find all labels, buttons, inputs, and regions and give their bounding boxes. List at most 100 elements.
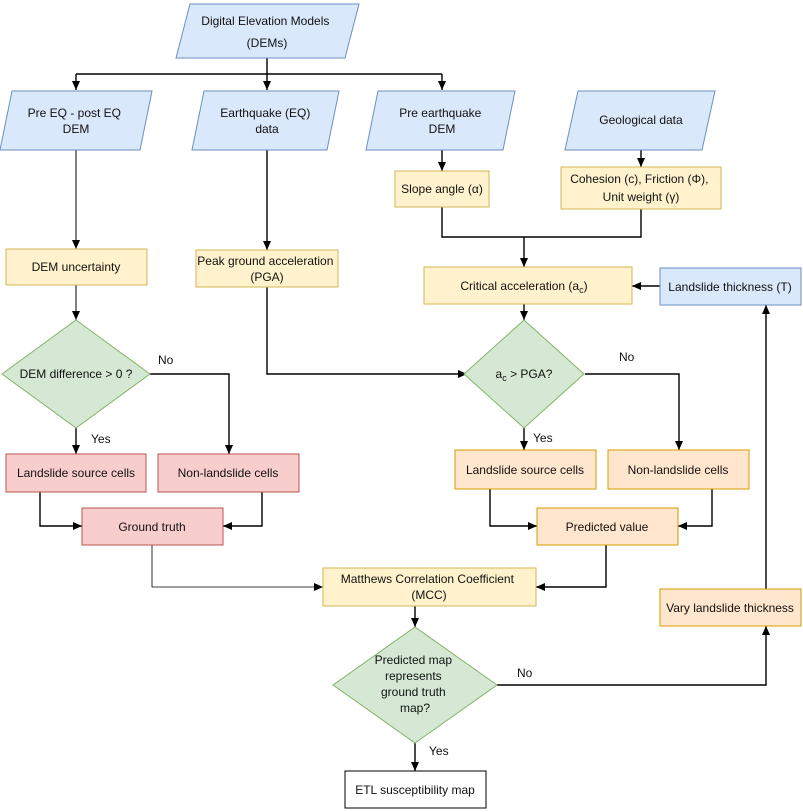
node-cohesion-friction: Cohesion (c), Friction (Φ), Unit weight … [560, 166, 722, 210]
svg-text:ac > PGA?: ac > PGA? [496, 367, 553, 383]
acpga-label: a [496, 367, 503, 381]
node-dems: Digital Elevation Models (DEMs) [175, 3, 360, 59]
edge-diff-to-nonls [150, 373, 233, 454]
node-text-line: Cohesion (c), Friction (Φ), [570, 172, 708, 186]
node-text-line: (DEMs) [247, 36, 288, 50]
node-text-line: (PGA) [250, 270, 283, 284]
node-text-line: represents [385, 669, 442, 683]
node-text-line: Landslide source cells [466, 463, 584, 477]
node-text-line: Non-landslide cells [628, 463, 729, 477]
node-shape [191, 90, 340, 151]
node-slope-angle: Slope angle (α) [394, 170, 490, 208]
node-predicted-map-decision: Predicted map represents ground truth ma… [332, 626, 498, 744]
edge-nonls-to-pred [678, 489, 713, 530]
crit-tail: ) [584, 279, 588, 293]
node-text-line: (MCC) [411, 588, 446, 602]
node-text-line: ETL susceptibility map [355, 783, 475, 797]
acpga-subscript: c [502, 373, 507, 383]
node-text-line: map? [400, 701, 430, 715]
node-text-line: Landslide thickness (T) [668, 280, 791, 294]
edge-lssrc-to-pred [489, 489, 537, 530]
node-text-line: Ground truth [118, 520, 185, 534]
node-text-line: Slope angle (α) [401, 182, 483, 196]
node-ground-truth: Ground truth [81, 507, 224, 546]
svg-text:DEM uncertainty: DEM uncertainty [32, 260, 121, 274]
node-text-line: data [255, 122, 279, 136]
svg-text:Non-landslide cells: Non-landslide cells [178, 466, 279, 480]
svg-text:Digital Elevation Models: Digital Elevation Models (DEMs) [201, 14, 332, 50]
node-text-line: DEM difference > 0 ? [20, 367, 133, 381]
edge-label-no-pred-map: No [517, 666, 533, 680]
node-text-line: Matthews Correlation Coefficient [341, 572, 515, 586]
acpga-tail: > PGA? [507, 367, 553, 381]
crit-subscript: c [579, 285, 584, 295]
node-shape [365, 90, 516, 151]
edge-lssrc-to-truth [39, 492, 82, 530]
edges [39, 58, 770, 771]
svg-text:DEM difference > 0 ?: DEM difference > 0 ? [20, 367, 133, 381]
node-text-line: ground truth [381, 685, 446, 699]
node-text-line: DEM [63, 122, 90, 136]
node-shape [5, 248, 148, 286]
edge-pred-to-mcc [536, 545, 607, 591]
node-text-line: Non-landslide cells [178, 466, 279, 480]
node-shape [1, 319, 151, 429]
svg-text:Cohesion (c), Friction (Φ),: Cohesion (c), Friction (Φ), Unit weight … [570, 172, 712, 204]
svg-text:Matthews Correlation Coefficie: Matthews Correlation Coefficient (MCC) [341, 572, 518, 602]
node-shape [463, 319, 585, 429]
node-dem-difference-decision: DEM difference > 0 ? [1, 319, 151, 429]
node-shape [5, 453, 147, 493]
node-text-line: Geological data [599, 113, 683, 127]
edge-predmap-to-vary [497, 626, 770, 686]
node-shape [659, 267, 802, 306]
edge-nonls-to-truth [223, 492, 263, 530]
svg-text:Critical acceleration (ac): Critical acceleration (ac) [460, 279, 587, 295]
edge-labels: No Yes No Yes No Yes [91, 350, 635, 758]
node-text-line: DEM [429, 122, 456, 136]
svg-text:Vary landslide thickness: Vary landslide thickness [666, 601, 794, 615]
node-shape [81, 507, 224, 546]
svg-text:Ground truth: Ground truth [118, 520, 185, 534]
node-landslide-source-cells-pred: Landslide source cells [454, 449, 597, 490]
edge-label-yes-dem-diff: Yes [91, 432, 111, 446]
node-shape [322, 567, 537, 607]
node-dem-uncertainty: DEM uncertainty [5, 248, 148, 286]
node-shape [157, 453, 300, 493]
node-non-landslide-cells-pred: Non-landslide cells [607, 449, 750, 490]
crit-label: Critical acceleration (a [460, 279, 579, 293]
edge-pga-to-acpga [266, 287, 467, 378]
node-shape [560, 166, 722, 210]
node-text-line: Predicted map [375, 653, 453, 667]
node-text-line: DEM uncertainty [32, 260, 121, 274]
node-non-landslide-cells-truth: Non-landslide cells [157, 453, 300, 493]
node-shape [536, 507, 679, 546]
node-landslide-thickness: Landslide thickness (T) [659, 267, 802, 306]
node-earthquake-data: Earthquake (EQ) data [191, 90, 340, 151]
svg-text:Predicted value: Predicted value [566, 520, 649, 534]
edge-slope-merge [441, 207, 642, 238]
node-shape [175, 3, 360, 59]
svg-text:Earthquake (EQ) data: Earthquake (EQ) data [220, 106, 313, 136]
node-etl-susceptibility-map: ETL susceptibility map [344, 770, 487, 809]
node-mcc: Matthews Correlation Coefficient (MCC) [322, 567, 537, 607]
node-vary-landslide-thickness: Vary landslide thickness [659, 588, 802, 627]
edge-acpga-to-nonls [585, 373, 683, 450]
node-predicted-value: Predicted value [536, 507, 679, 546]
node-text-line: Vary landslide thickness [666, 601, 794, 615]
edge-label-yes-ac-pga: Yes [533, 431, 553, 445]
node-shape [344, 770, 487, 809]
svg-text:Pre EQ - post EQ DEM: Pre EQ - post EQ DEM [28, 106, 125, 136]
svg-text:Non-landslide cells: Non-landslide cells [628, 463, 729, 477]
node-shape [0, 90, 153, 151]
edge-label-no-dem-diff: No [158, 353, 174, 367]
svg-text:Peak ground acceleration: Peak ground acceleration (PGA) [197, 254, 336, 284]
node-text-line: Pre EQ - post EQ [28, 106, 121, 120]
node-landslide-source-cells-truth: Landslide source cells [5, 453, 147, 493]
edge-label-no-ac-pga: No [619, 350, 635, 364]
edge-truth-to-mcc [151, 545, 323, 591]
node-geological-data: Geological data [564, 90, 716, 151]
svg-text:Predicted map represents: Predicted map represents ground truth ma… [375, 653, 456, 715]
node-pre-post-eq-dem: Pre EQ - post EQ DEM [0, 90, 153, 151]
node-shape [195, 249, 339, 288]
node-text-line: Pre earthquake [399, 106, 481, 120]
